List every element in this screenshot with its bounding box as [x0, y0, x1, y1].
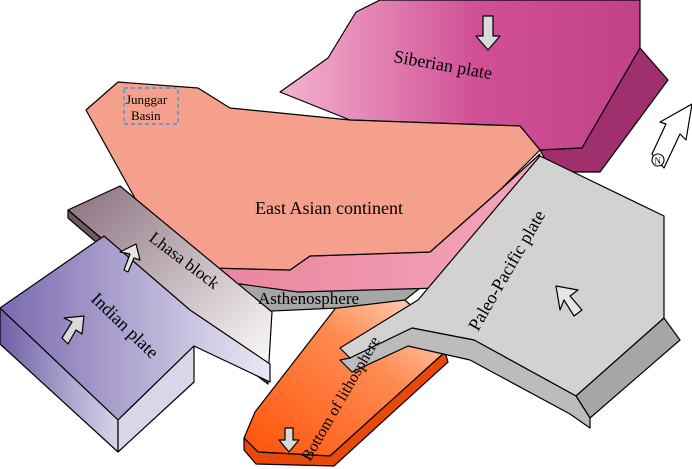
north-symbol: N: [655, 156, 662, 166]
paleo-pacific-plate: [339, 155, 681, 429]
east-asian-continent-label: East Asian continent: [255, 198, 403, 218]
north-arrow-icon: N: [651, 103, 692, 169]
junggar-basin-box: [123, 87, 179, 125]
siberian-motion-arrow-icon: [475, 15, 501, 51]
lhasa-motion-arrow-icon: [119, 243, 141, 273]
asthenosphere-label: Asthenosphere: [258, 289, 359, 308]
pacific-motion-arrow-icon: [555, 285, 583, 317]
indian-motion-arrow-icon: [61, 315, 85, 345]
indian-plate: [0, 235, 271, 453]
junggar-label-line2: Basin: [131, 108, 161, 123]
lithosphere-motion-arrow-icon: [278, 427, 300, 453]
junggar-label-line1: Junggar: [126, 92, 168, 107]
